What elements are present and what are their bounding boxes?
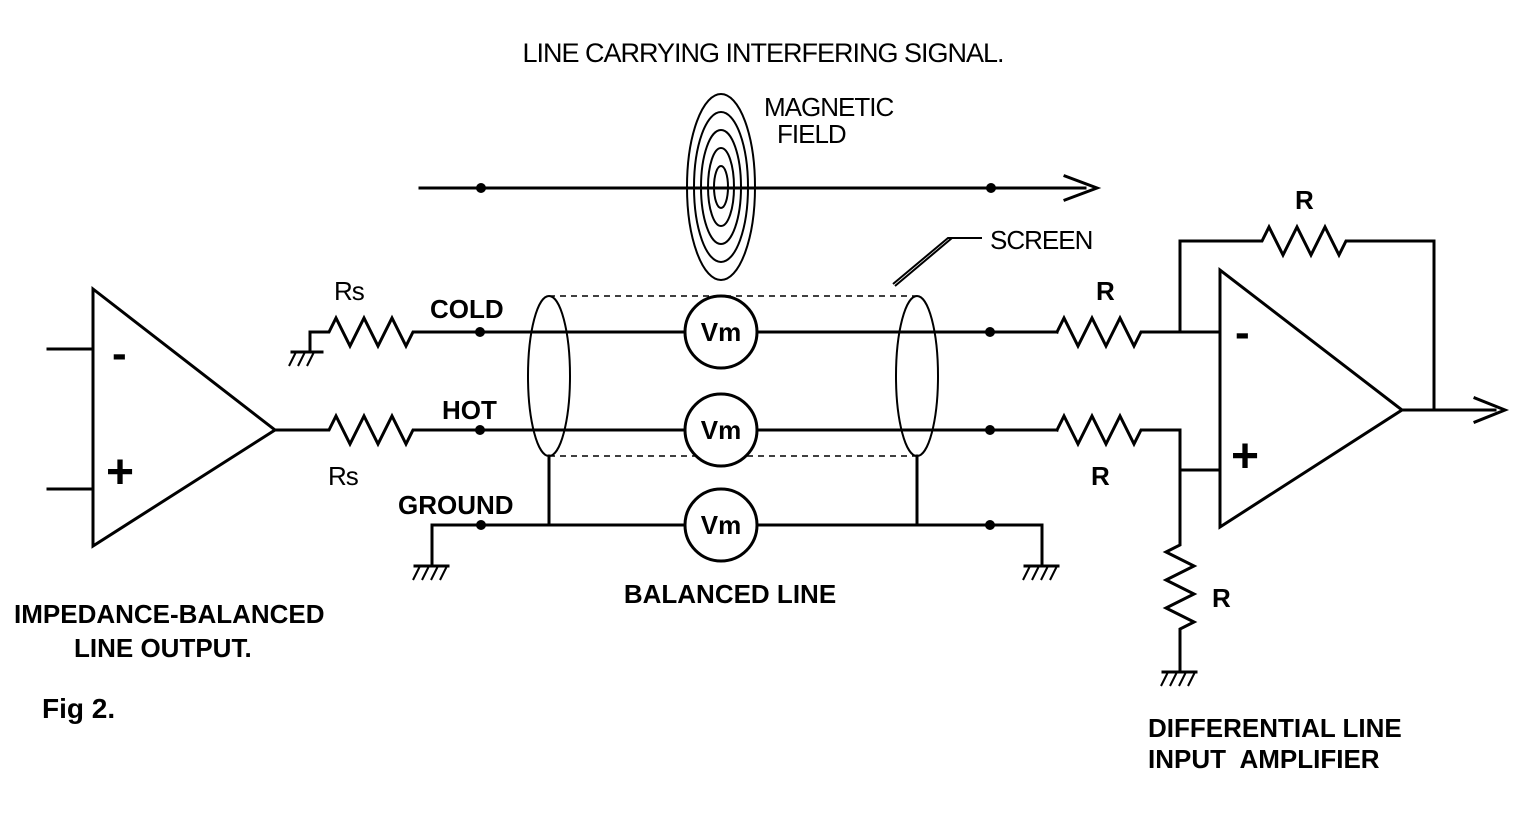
- magnetic-field-icon: [686, 93, 756, 281]
- figure-label: Fig 2.: [42, 693, 115, 724]
- r-input-bottom-label: R: [1091, 461, 1110, 491]
- r-ground-resistor: [1160, 468, 1198, 687]
- hot-conductor: [475, 425, 1059, 435]
- input-amp-minus-sign: -: [1235, 308, 1250, 357]
- input-amplifier-triangle: [1218, 266, 1510, 530]
- rs-top-label: Rs: [334, 276, 365, 306]
- screen-pointer: [892, 237, 982, 287]
- r-input-top-resistor: [1054, 314, 1222, 350]
- diagram-title: LINE CARRYING INTERFERING SIGNAL.: [522, 38, 1003, 68]
- magnetic-field-label-line2: FIELD: [777, 119, 846, 149]
- cold-label: COLD: [430, 294, 504, 324]
- interfering-line: [418, 174, 1102, 202]
- voltmeter-ground: Vm: [683, 487, 759, 563]
- ground-conductor: [430, 454, 1044, 568]
- rs-bottom-resistor: [273, 412, 542, 448]
- output-amp-minus-sign: -: [112, 329, 127, 378]
- ground-symbol-right: [1022, 564, 1060, 581]
- cold-conductor: [475, 327, 1059, 337]
- screen-shield: [527, 295, 939, 457]
- svg-text:Vm: Vm: [701, 317, 741, 347]
- magnetic-field-label-line1: MAGNETIC: [764, 92, 893, 122]
- r-feedback-label: R: [1295, 185, 1314, 215]
- ground-symbol-left: [412, 564, 450, 581]
- balanced-line-label: BALANCED LINE: [624, 579, 836, 609]
- r-input-top-label: R: [1096, 276, 1115, 306]
- input-stage-label-line1: DIFFERENTIAL LINE: [1148, 713, 1402, 743]
- output-stage-label-line1: IMPEDANCE-BALANCED: [14, 599, 325, 629]
- rs-top-resistor: [288, 314, 542, 367]
- r-feedback-resistor: [1178, 223, 1436, 412]
- input-amp-plus-sign: +: [1231, 430, 1259, 483]
- svg-text:Vm: Vm: [701, 415, 741, 445]
- input-stage-label-line2: INPUT AMPLIFIER: [1148, 744, 1380, 774]
- rs-bottom-label: Rs: [328, 461, 359, 491]
- ground-label: GROUND: [398, 490, 514, 520]
- output-amp-plus-sign: +: [106, 446, 134, 499]
- voltmeter-cold: Vm: [683, 294, 759, 370]
- hot-label: HOT: [442, 395, 497, 425]
- voltmeter-hot: Vm: [683, 392, 759, 468]
- r-input-bottom-resistor: [1054, 412, 1222, 472]
- output-stage-label-line2: LINE OUTPUT.: [74, 633, 252, 663]
- output-amplifier-triangle: [46, 285, 278, 549]
- r-ground-label: R: [1212, 583, 1231, 613]
- svg-text:Vm: Vm: [701, 510, 741, 540]
- screen-label: SCREEN: [990, 225, 1092, 255]
